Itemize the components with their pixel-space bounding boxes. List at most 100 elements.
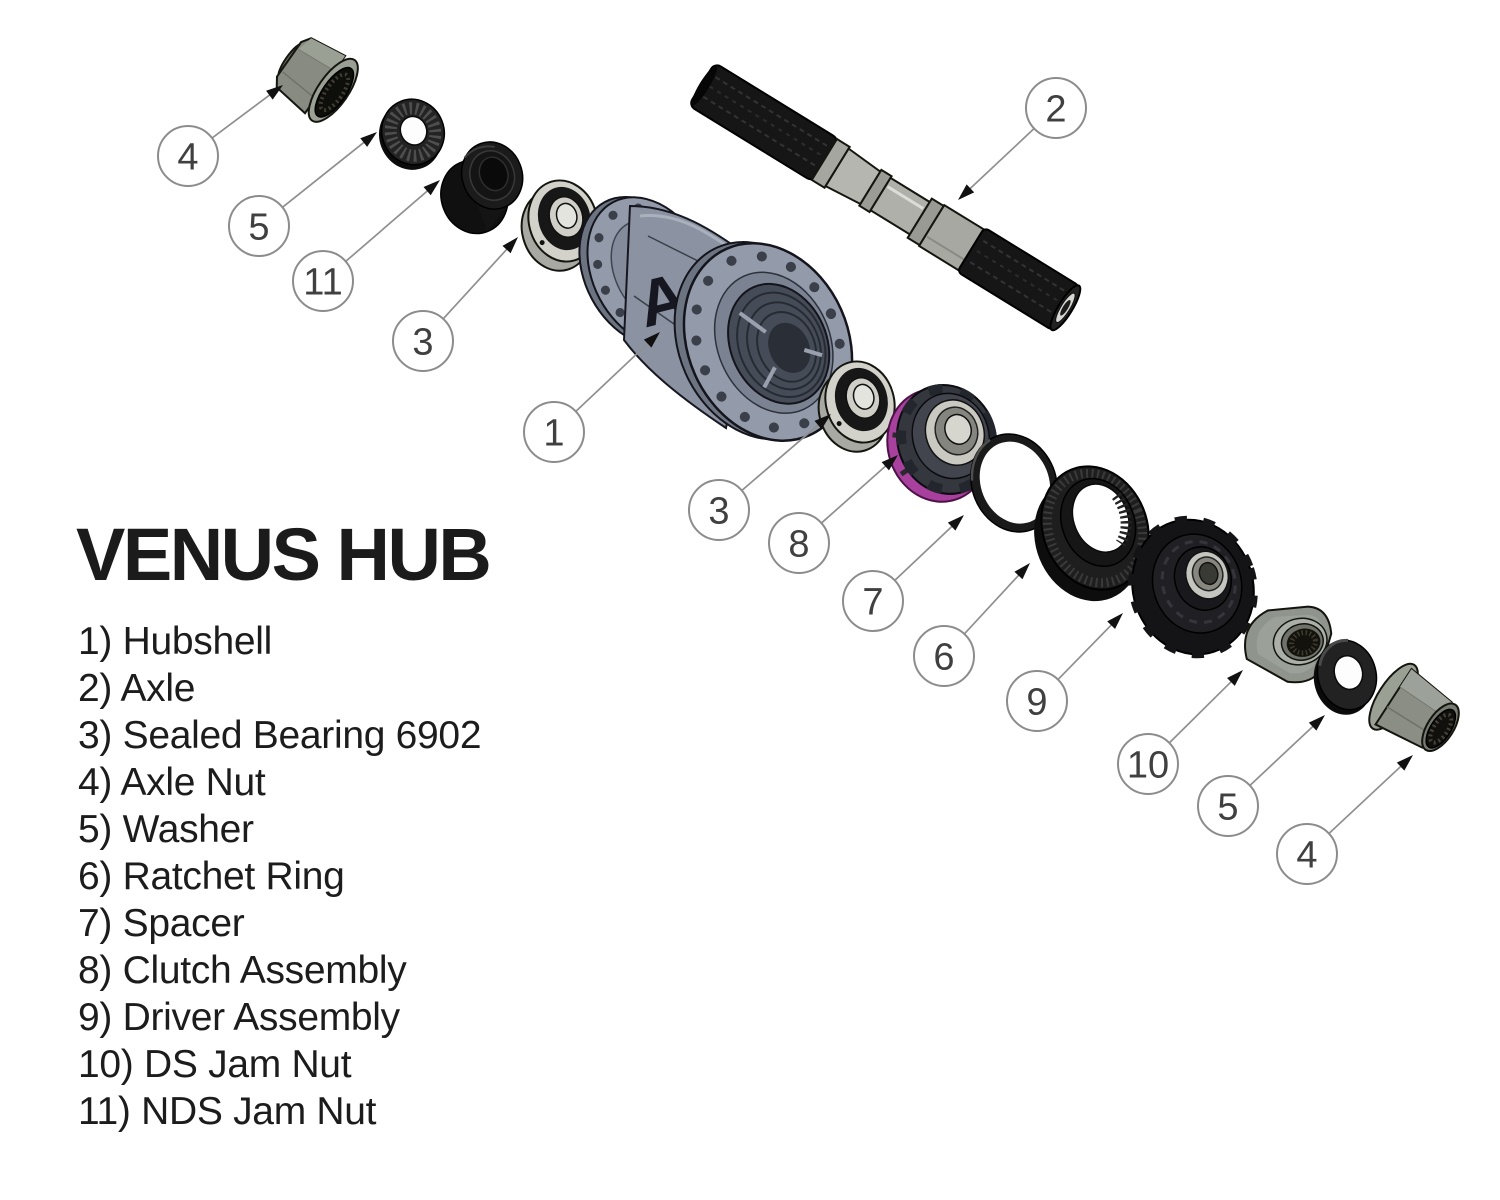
part-name: Ratchet Ring [122, 855, 345, 898]
callout-circle [768, 512, 830, 574]
leader-line [442, 245, 511, 320]
part-number: 10) [78, 1043, 134, 1086]
callout-number: 10 [1127, 745, 1169, 787]
parts-list-item-7: 7) Spacer [78, 900, 481, 947]
parts-list-item-6: 6) Ratchet Ring [78, 853, 481, 900]
callout-6-ratchet-ring: 6 [913, 563, 1030, 687]
part-number: 2) [78, 667, 113, 710]
parts-list-item-2: 2) Axle [78, 665, 481, 712]
callout-circle [523, 401, 585, 463]
leader-arrowhead [958, 184, 975, 200]
parts-list-item-4: 4) Axle Nut [78, 759, 481, 806]
callout-circle [1025, 77, 1087, 139]
callout-number: 7 [862, 582, 883, 624]
callout-circle [688, 479, 750, 541]
part-name: Axle [120, 667, 196, 710]
leader-line [1168, 677, 1236, 744]
callout-circle [913, 625, 975, 687]
callout-number: 6 [933, 637, 954, 679]
part-clutch-assembly [886, 383, 998, 503]
part-axle [690, 64, 1082, 332]
parts-list-item-5: 5) Washer [78, 806, 481, 853]
callout-10-ds-jam-nut: 10 [1117, 670, 1243, 795]
leader-line [281, 138, 369, 208]
part-name: Driver Assembly [122, 996, 401, 1039]
callout-2-axle: 2 [958, 77, 1087, 200]
callout-1-hubshell: 1 [523, 332, 660, 463]
callout-circle [292, 250, 354, 312]
leader-line [741, 421, 823, 492]
part-ds-jam-nut [1244, 605, 1333, 684]
callout-number: 3 [412, 322, 433, 364]
callout-8-clutch-assembly: 8 [768, 455, 898, 574]
callout-circle [157, 125, 219, 187]
leader-arrowhead [643, 332, 660, 348]
leader-arrowhead [360, 132, 377, 147]
part-number: 3) [78, 714, 113, 757]
callout-circle [1276, 823, 1338, 885]
part-number: 7) [78, 902, 113, 945]
leader-arrowhead [1227, 670, 1243, 686]
callout-circle [1006, 670, 1068, 732]
leader-line [820, 462, 890, 524]
part-name: Axle Nut [120, 761, 266, 804]
callout-3-sealed-bearing-ds: 3 [688, 414, 831, 541]
callout-4-axle-nut-ds: 4 [1276, 755, 1413, 885]
part-spacer [970, 433, 1058, 533]
callout-number: 4 [1296, 835, 1317, 877]
callout-number: 9 [1026, 682, 1047, 724]
part-number: 6) [78, 855, 113, 898]
callout-7-spacer: 7 [842, 515, 964, 632]
leader-line [894, 522, 956, 582]
part-name: NDS Jam Nut [141, 1090, 377, 1133]
callout-circle [1117, 733, 1179, 795]
leader-arrowhead [502, 237, 518, 254]
leader-arrowhead [1014, 563, 1030, 580]
callout-number: 2 [1045, 89, 1066, 131]
parts-list-item-8: 8) Clutch Assembly [78, 947, 481, 994]
callout-3-sealed-bearing-nds: 3 [392, 237, 518, 372]
part-number: 5) [78, 808, 113, 851]
callout-circle [228, 195, 290, 257]
leader-arrowhead [881, 455, 898, 471]
callout-number: 3 [708, 491, 729, 533]
leader-arrowhead [423, 180, 440, 196]
leader-line [345, 187, 432, 263]
part-washer-ds [1313, 639, 1378, 715]
part-nds-jam-nut [440, 141, 524, 235]
part-name: Sealed Bearing 6902 [122, 714, 482, 757]
callout-number: 4 [177, 137, 198, 179]
leader-arrowhead [814, 414, 831, 430]
part-name: Clutch Assembly [122, 949, 407, 992]
callout-11-nds-jam-nut: 11 [292, 180, 440, 312]
leader-arrowhead [1308, 715, 1325, 731]
callout-circle [1197, 775, 1259, 837]
callout-4-axle-nut-nds: 4 [157, 85, 283, 187]
part-axle-nut-nds [275, 37, 359, 123]
leader-arrowhead [1396, 755, 1413, 771]
parts-list-item-11: 11) NDS Jam Nut [78, 1088, 481, 1135]
parts-list-item-1: 1) Hubshell [78, 618, 481, 665]
part-number: 11) [78, 1090, 131, 1133]
callout-circle [842, 570, 904, 632]
part-number: 8) [78, 949, 113, 992]
leader-arrowhead [266, 85, 283, 100]
part-name: Washer [122, 808, 254, 851]
callout-number: 1 [543, 413, 564, 455]
leader-arrowhead [1107, 613, 1123, 630]
parts-list: 1) Hubshell 2) Axle 3) Sealed Bearing 69… [78, 618, 482, 1135]
part-name: DS Jam Nut [144, 1043, 352, 1086]
page-title: VENUS HUB [76, 513, 492, 596]
callout-number: 11 [303, 262, 342, 304]
leader-line [575, 339, 652, 413]
callout-number: 5 [1217, 787, 1238, 829]
leader-line [1328, 762, 1405, 835]
leader-arrowhead [947, 515, 964, 531]
callout-9-driver-assembly: 9 [1006, 613, 1123, 732]
part-number: 4) [78, 761, 113, 804]
leader-line [1249, 722, 1317, 787]
callout-5-washer-ds: 5 [1197, 715, 1325, 837]
callout-5-washer-nds: 5 [228, 132, 377, 257]
